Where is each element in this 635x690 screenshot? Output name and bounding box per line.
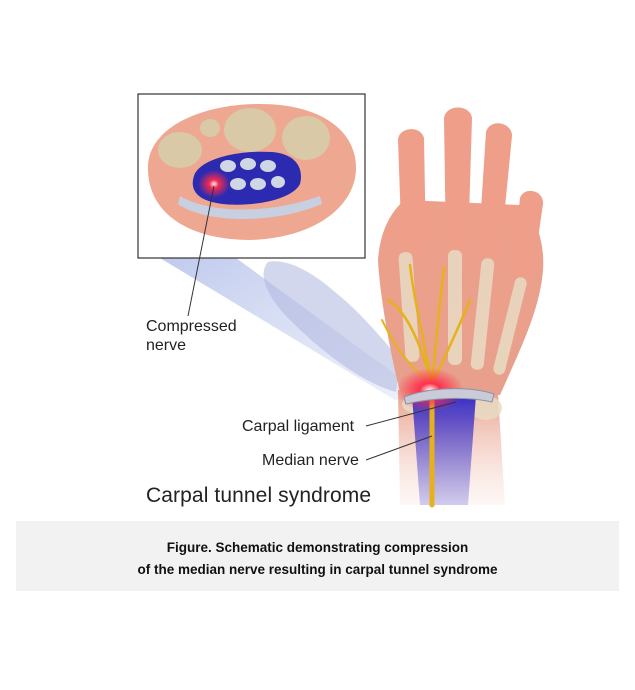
inset-cross-section bbox=[147, 104, 356, 240]
finger-little bbox=[512, 190, 544, 280]
compressed-nerve-label-line1: Compressed bbox=[146, 318, 237, 335]
carpal-ligament bbox=[403, 388, 495, 405]
carpal-tunnel bbox=[412, 395, 476, 505]
compressed-nerve-label: Compressed nerve bbox=[146, 317, 266, 355]
carpal-ligament-label: Carpal ligament bbox=[242, 418, 355, 435]
median-nerve-label: Median nerve bbox=[262, 452, 359, 469]
caption-line-1: Figure. Schematic demonstrating compress… bbox=[166, 540, 469, 555]
carpal-tunnel-illustration bbox=[137, 93, 544, 508]
finger-middle bbox=[444, 107, 472, 250]
thumb-ghost bbox=[263, 261, 400, 392]
caption-line-2: of the median nerve resulting in carpal … bbox=[137, 562, 498, 577]
figure-title: Carpal tunnel syndrome bbox=[146, 484, 372, 507]
finger-ring bbox=[478, 123, 512, 258]
leader-lines bbox=[187, 185, 457, 461]
figure-caption: Figure. Schematic demonstrating compress… bbox=[16, 521, 619, 591]
compressed-nerve-label-line2: nerve bbox=[146, 337, 187, 354]
finger-index bbox=[398, 129, 426, 252]
